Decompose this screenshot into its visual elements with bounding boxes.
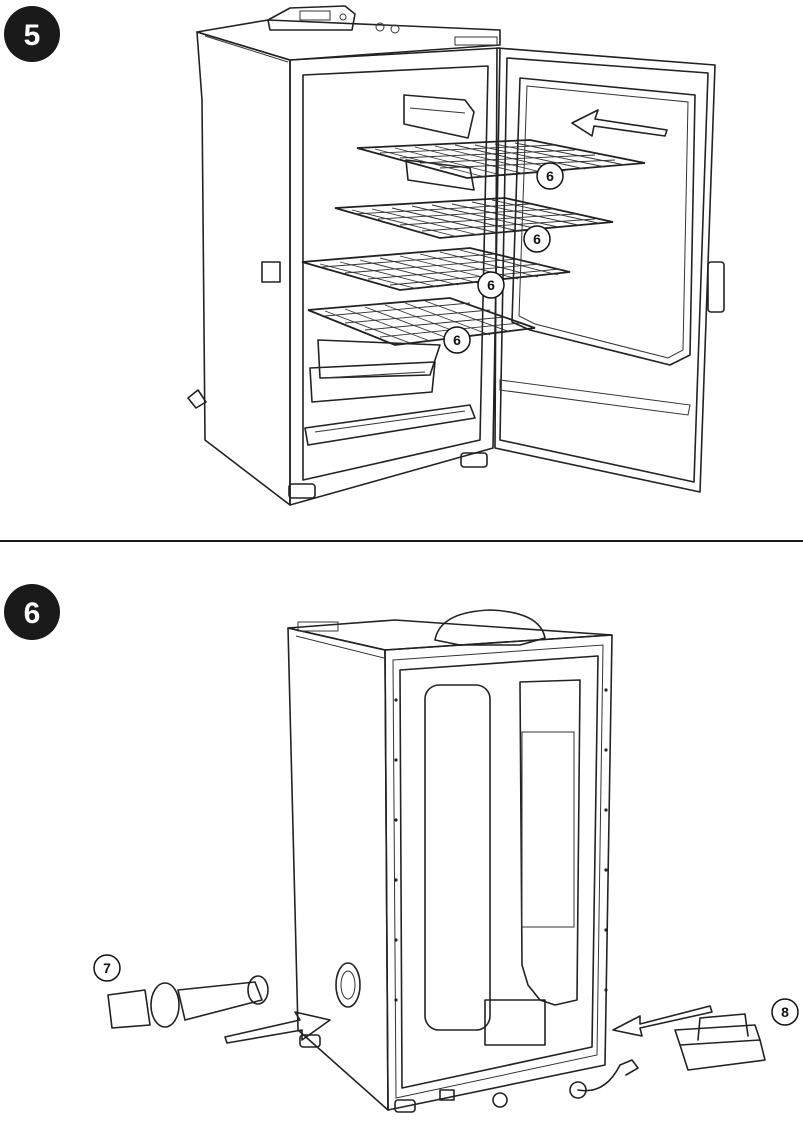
control-panel	[268, 6, 399, 33]
svg-text:6: 6	[546, 168, 554, 184]
callout-6-d: 6	[444, 327, 470, 353]
step-6-badge: 6	[4, 584, 60, 640]
step-5-badge: 5	[4, 6, 60, 62]
rack-1	[357, 140, 645, 178]
step-5-panel: 5	[4, 6, 724, 505]
insert-arrow-tray	[613, 1006, 712, 1036]
svg-text:6: 6	[533, 231, 541, 247]
svg-text:6: 6	[453, 332, 461, 348]
insert-arrow-side	[225, 1012, 330, 1043]
callout-6-b: 6	[524, 226, 550, 252]
svg-text:6: 6	[487, 277, 495, 293]
callout-8: 8	[772, 999, 798, 1025]
smoker-cabinet-rear	[288, 610, 638, 1112]
svg-text:7: 7	[103, 960, 111, 976]
rack-4	[308, 298, 535, 345]
step-6-number: 6	[24, 597, 41, 630]
wood-chip-loader	[108, 976, 268, 1028]
callout-6-c: 6	[478, 272, 504, 298]
rack-2	[335, 198, 613, 238]
insert-arrow	[572, 110, 667, 136]
svg-text:8: 8	[781, 1004, 789, 1020]
step-5-number: 5	[24, 19, 41, 52]
callout-7: 7	[94, 955, 120, 981]
grease-tray	[675, 1014, 765, 1070]
step-6-panel: 6	[4, 584, 798, 1112]
rack-3	[302, 248, 570, 290]
callout-6-a: 6	[537, 163, 563, 189]
smoker-door	[495, 48, 724, 492]
